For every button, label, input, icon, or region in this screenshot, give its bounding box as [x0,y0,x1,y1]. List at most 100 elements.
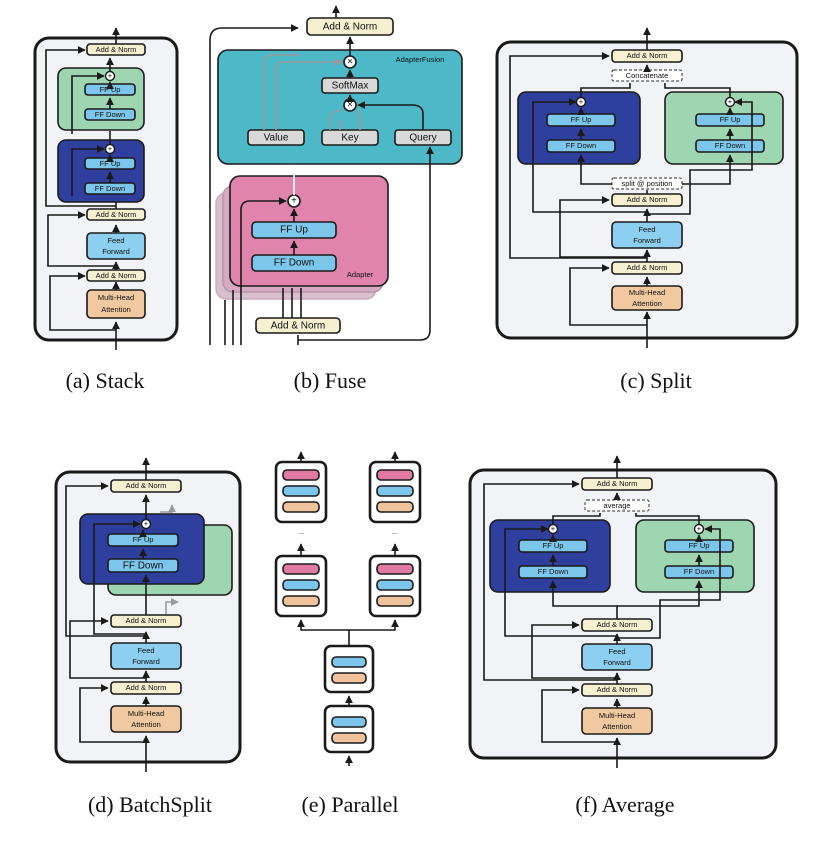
bs-mha-label-1: Multi-Head [128,709,164,718]
avg-blue-ff-up-label: FF Up [543,541,564,550]
parallel-shared-lower [323,704,375,754]
avg-green-ff-down-label: FF Down [684,567,714,576]
avg-ff-label-2: Forward [603,658,631,667]
bs-mha-label-2: Attention [131,720,161,729]
parallel-lm-tan [282,595,320,607]
fusion-multiply-top-sign: × [347,57,353,68]
panel-parallel: ... ... (e) Parallel [274,451,422,817]
parallel-left-dots: ... [298,527,304,536]
parallel-su-tan [331,672,367,684]
stack-blue-ff-down-label: FF Down [95,184,125,193]
stack-blue-ff-up-label: FF Up [100,159,121,168]
avg-add-norm-1-label: Add & Norm [597,685,638,694]
caption-average: (f) Average [575,792,674,817]
bs-ff-up-label: FF Up [133,535,154,544]
fusion-key [321,129,379,146]
fuse-add-norm-bottom-label: Add & Norm [271,321,325,332]
stack-blue-plus: + [108,144,113,153]
stack-green-plus: + [108,71,113,80]
fuse-add-norm-bottom [255,317,341,334]
stack-green-ff-down-label: FF Down [95,110,125,119]
parallel-lm-blue [282,579,320,591]
fusion-value-label: Value [264,133,289,144]
fusion-multiply-bottom-sign: × [347,100,353,111]
fusion-softmax-label: SoftMax [332,81,369,92]
stack-green-ff-up-label: FF Up [100,85,121,94]
split-green-ff-up-label: FF Up [720,115,741,124]
parallel-sl-blue [331,716,367,728]
bs-ff-label-1: Feed [137,646,154,655]
bs-ff-down-label: FF Down [123,561,164,572]
split-mha-label-1: Multi-Head [629,288,665,297]
split-add-norm-2-label: Add & Norm [627,195,668,204]
fuse-ff-up-label: FF Up [280,225,308,236]
stack-mha-label-2: Attention [101,305,131,314]
avg-blue-plus: + [551,524,556,533]
stack-green-add-circle [104,70,116,82]
panel-average: Multi-Head Attention Add & Norm Feed For… [468,455,778,817]
parallel-rm-tan [376,595,414,607]
caption-batchsplit: (d) BatchSplit [88,792,212,817]
fusion-key-label: Key [341,133,358,144]
stack-add-norm-2-label: Add & Norm [96,210,137,219]
parallel-shared-upper [323,644,375,694]
panel-fuse: Add & Norm AdapterFusion × SoftMax × Val… [209,5,463,393]
parallel-lt-tan [282,501,320,513]
fuse-adapter-plus: + [291,196,297,207]
panel-stack: Multi-Head Attention Add & Norm Feed For… [33,27,179,393]
split-adapter-green [664,91,784,165]
caption-split: (c) Split [620,368,692,393]
parallel-rt-blue [376,485,414,497]
avg-add-norm-top-label: Add & Norm [597,479,638,488]
bs-add-norm-1-label: Add & Norm [126,683,167,692]
split-add-norm-top-label: Add & Norm [627,51,668,60]
stack-ff-label-1: Feed [107,236,124,245]
split-blue-ff-up-label: FF Up [571,115,592,124]
parallel-lt-pink [282,469,320,481]
parallel-right-dots: ... [392,527,398,536]
split-at-position-label: split @ position [622,179,673,188]
adapter-fusion-label: AdapterFusion [396,55,445,64]
caption-stack: (a) Stack [66,368,145,393]
fuse-add-norm-top-label: Add & Norm [323,22,377,33]
parallel-rm-blue [376,579,414,591]
adapter-fusion-block [217,49,463,165]
avg-mha-label-2: Attention [602,722,632,731]
bs-add-norm-2-label: Add & Norm [126,616,167,625]
parallel-rt-tan [376,501,414,513]
avg-green-ff-up-label: FF Up [689,541,710,550]
split-add-norm-1-label: Add & Norm [627,263,668,272]
parallel-sl-tan [331,732,367,744]
split-blue-ff-down-label: FF Down [566,141,596,150]
bs-add-norm-top-label: Add & Norm [126,481,167,490]
parallel-su-blue [331,656,367,668]
split-green-ff-down-label: FF Down [715,141,745,150]
caption-fuse: (b) Fuse [294,368,367,393]
fuse-add-norm-top [306,17,394,36]
split-concatenate-label: Concatenate [626,71,669,80]
caption-parallel: (e) Parallel [301,792,398,817]
parallel-rt-pink [376,469,414,481]
avg-blue-ff-down-label: FF Down [538,567,568,576]
split-blue-plus: + [579,97,584,106]
parallel-rm-pink [376,563,414,575]
bs-add-circle [140,518,152,530]
stack-blue-add-circle [104,143,116,155]
panel-batchsplit: Multi-Head Attention Add & Norm Feed For… [54,457,242,817]
adapter-label: Adapter [347,270,374,279]
split-mha-label-2: Attention [632,299,662,308]
parallel-lt-blue [282,485,320,497]
stack-mha-label-1: Multi-Head [98,293,134,302]
bs-plus: + [144,519,149,528]
stack-ff-label-2: Forward [102,247,130,256]
avg-average-label: average [603,501,630,510]
avg-add-norm-2-label: Add & Norm [597,620,638,629]
avg-mha-label-1: Multi-Head [599,711,635,720]
stack-add-norm-1-label: Add & Norm [96,271,137,280]
avg-green-plus: + [697,524,702,533]
split-ff-label-2: Forward [633,236,661,245]
avg-green-add-circle [693,523,705,535]
panel-split: Multi-Head Attention Add & Norm Feed For… [495,27,799,393]
split-ff-label-1: Feed [638,225,655,234]
